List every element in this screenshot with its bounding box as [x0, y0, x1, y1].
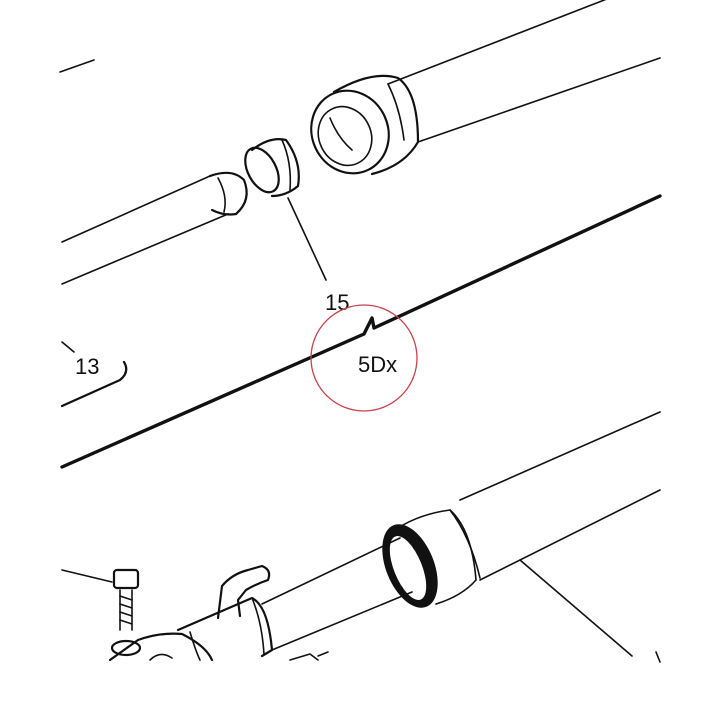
clevis-housing: [108, 596, 274, 662]
callout-circle: [310, 304, 418, 412]
leader-line-13: [61, 341, 75, 353]
hook-bracket: [216, 564, 271, 620]
bolt: [61, 568, 142, 657]
leader-line-lower-right: [519, 559, 633, 657]
callout-label-5dx: 5Dx: [358, 352, 397, 377]
part-13-outline: [60, 360, 128, 408]
lower-tube: [449, 411, 661, 581]
inner-shaft: [61, 171, 248, 285]
part-label-13: 13: [75, 354, 99, 379]
housing-edge-top-left: [59, 59, 95, 73]
outer-sleeve: [310, 74, 420, 176]
lower-shaft: [261, 537, 413, 651]
part-label-15: 15: [325, 290, 349, 315]
seal-ring: [382, 509, 477, 608]
section-divider-line: [60, 194, 662, 469]
edge-mark-lower-right: [655, 651, 661, 663]
bushing-ring-part-15: [244, 138, 300, 198]
leader-line-15: [287, 197, 327, 281]
upper-tube: [387, 0, 661, 143]
clip-fragment: [289, 651, 329, 661]
